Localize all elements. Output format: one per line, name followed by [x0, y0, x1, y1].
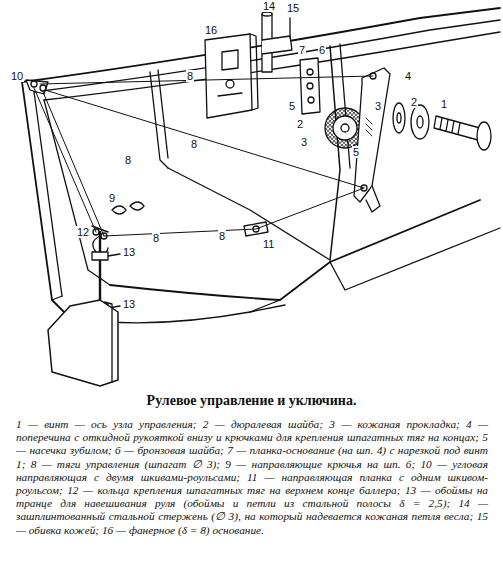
figure-caption: 1 — винт — ось узла управления; 2 — дюра…: [16, 418, 488, 537]
callout-number: 8: [218, 230, 226, 242]
callout-number: 5: [288, 100, 296, 112]
callout-number: 14: [262, 0, 276, 12]
callout-number: 11: [262, 238, 275, 250]
callout-number: 4: [404, 70, 412, 82]
callout-number: 3: [374, 100, 382, 112]
figure-title: Рулевое управление и уключина.: [0, 393, 503, 409]
callout-number: 8: [124, 154, 132, 166]
callout-number: 5: [352, 146, 360, 158]
callout-number: 7: [298, 44, 306, 56]
callout-number: 16: [204, 24, 218, 36]
callout-number: 15: [286, 2, 300, 14]
callout-number: 1: [440, 98, 448, 110]
callout-number: 13: [122, 246, 136, 258]
callout-number: 2: [410, 96, 418, 108]
callout-number: 10: [10, 70, 24, 82]
callout-number: 8: [186, 70, 194, 82]
callout-number: 3: [300, 136, 308, 148]
callout-number: 12: [76, 226, 90, 238]
callout-number: 8: [190, 138, 198, 150]
callout-number: 2: [296, 118, 304, 130]
callout-number: 9: [108, 192, 116, 204]
callout-number: 13: [122, 298, 136, 310]
callout-number: 6: [318, 44, 326, 56]
callout-number: 8: [152, 232, 160, 244]
